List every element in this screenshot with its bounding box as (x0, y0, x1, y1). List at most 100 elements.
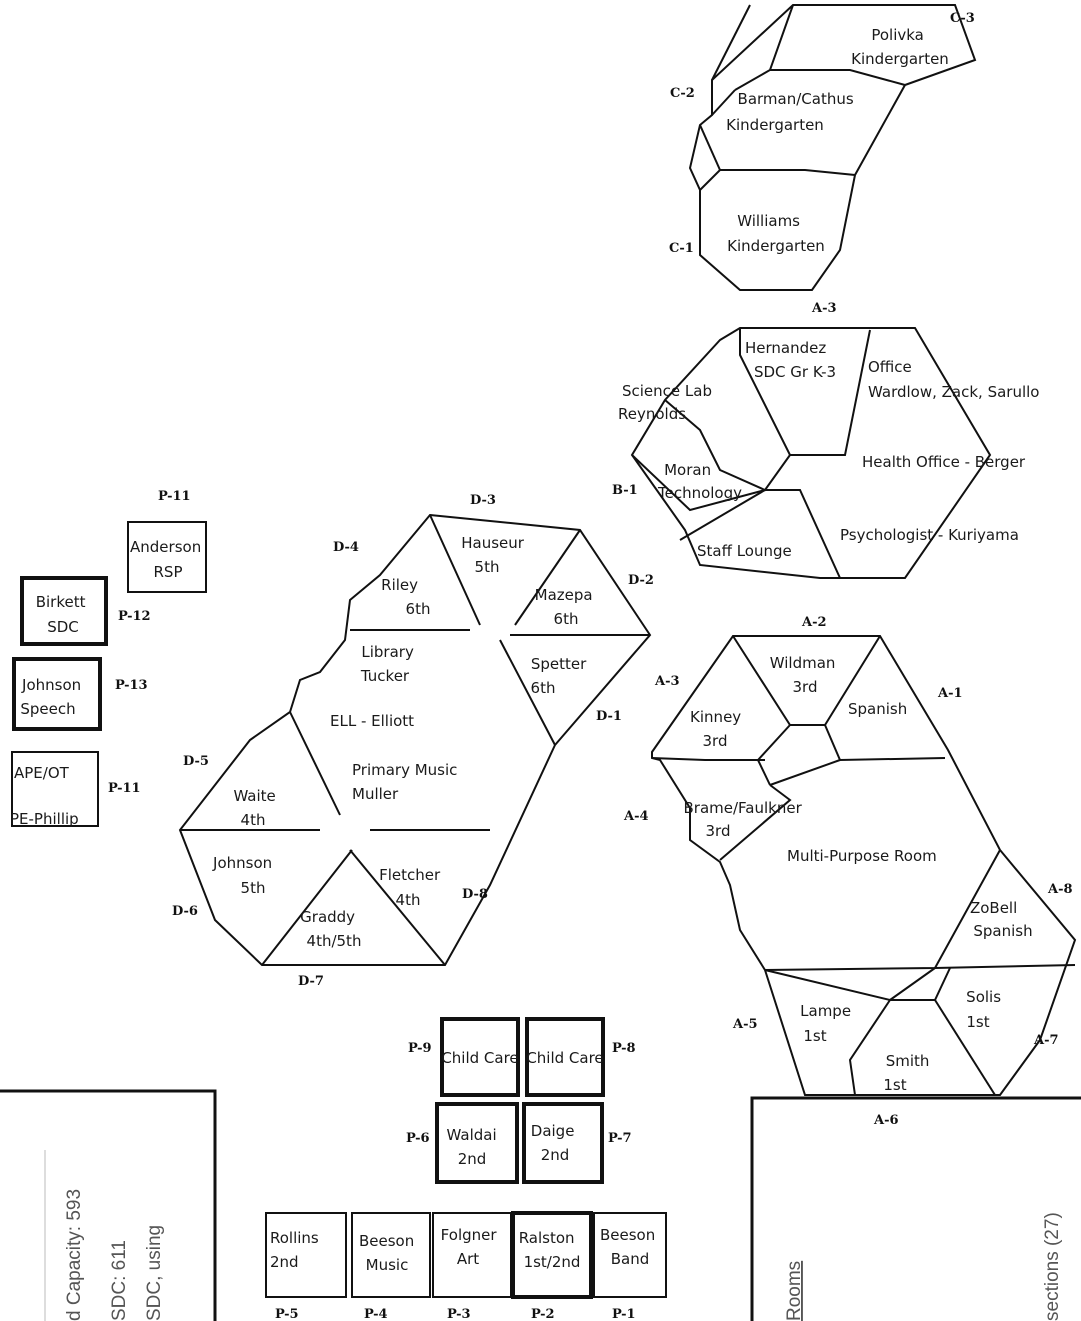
room-child-care-p8: Child Care (526, 1049, 603, 1067)
a-wall (764, 967, 936, 1002)
room-staff-lounge: Staff Lounge (697, 542, 792, 560)
code-b-top: A-3 (811, 301, 837, 316)
room-waldai: Waldai 2nd (447, 1126, 502, 1168)
d-wall (289, 711, 341, 816)
room-ell: ELL - Elliott (330, 712, 414, 730)
d-wall (349, 849, 446, 966)
room-beeson-music: Beeson Music (359, 1232, 419, 1274)
code-p2: P-2 (531, 1307, 555, 1321)
k-wall (711, 89, 736, 116)
a-wall (934, 999, 996, 1096)
d-wall (261, 849, 353, 966)
room-riley: Riley 6th (381, 576, 430, 618)
code-d8: D-8 (462, 887, 488, 902)
portable-birkett (20, 576, 108, 646)
portable-p2 (511, 1211, 593, 1299)
room-child-care-p9: Child Care (441, 1049, 518, 1067)
room-hauseur: Hauseur 5th (461, 534, 528, 576)
room-solis: Solis 1st (966, 988, 1006, 1031)
portable-p9 (440, 1017, 520, 1097)
room-beeson-band: Beeson Band (600, 1226, 660, 1268)
portable-p7 (522, 1102, 604, 1184)
code-p3: P-3 (447, 1307, 471, 1321)
room-multi-purpose: Multi-Purpose Room (787, 847, 937, 865)
room-anderson: Anderson RSP (130, 538, 206, 581)
k-wall (699, 169, 856, 191)
room-moran: Moran Technology (657, 461, 742, 502)
b-wall (664, 399, 791, 492)
portable-p3 (432, 1212, 512, 1298)
capacity-text: d Capacity: 593 (64, 1189, 85, 1321)
d-wall (499, 639, 556, 746)
room-barman-cathus: Barman/Cathus Kindergarten (726, 90, 858, 134)
code-p9: P-9 (408, 1041, 432, 1056)
portable-p4 (351, 1212, 431, 1298)
code-p7: P-7 (608, 1131, 632, 1146)
room-birkett: Birkett SDC (36, 593, 91, 636)
code-a4: A-4 (623, 809, 649, 824)
left-portables: P-11 Anderson RSP Birkett SDC P-12 Johns… (10, 489, 207, 828)
room-rollins: Rollins 2nd (270, 1229, 324, 1271)
a-wall (824, 724, 946, 762)
kindergarten-outline (688, 4, 977, 291)
d-wall (429, 514, 481, 626)
right-info-panel: Rooms sections (27) (750, 1096, 1081, 1321)
k-wall (770, 69, 906, 86)
room-lampe: Lampe 1st (800, 1002, 856, 1045)
portable-p6 (435, 1102, 519, 1184)
code-c3: C-3 (950, 11, 975, 26)
code-c1: C-1 (669, 241, 694, 256)
b-wall (679, 489, 766, 541)
a-building: A-2 A-3 A-1 A-4 A-8 A-5 A-7 A-6 Wildman … (623, 615, 1077, 1128)
code-a1: A-1 (937, 686, 963, 701)
code-p12: P-12 (118, 609, 151, 624)
a-wall (934, 964, 1076, 969)
room-johnson-5th: Johnson 5th (212, 854, 277, 897)
code-p6: P-6 (406, 1131, 430, 1146)
a-wall (890, 967, 951, 1001)
a-building-outline (651, 635, 1077, 1096)
code-a7: A-7 (1033, 1033, 1059, 1048)
b-wall (631, 454, 766, 512)
room-health-office: Health Office - Berger (862, 453, 1026, 471)
right-panel-border (750, 1096, 1081, 1321)
a-wall (848, 999, 891, 1096)
code-d7: D-7 (298, 974, 324, 989)
sections-text: sections (27) (1042, 1212, 1063, 1321)
portable-p5 (265, 1212, 347, 1298)
code-a3: A-3 (654, 674, 680, 689)
code-p8: P-8 (612, 1041, 636, 1056)
code-p11-top: P-11 (158, 489, 191, 504)
office-building: A-3 Hernandez SDC Gr K-3 Office Wardlow,… (612, 301, 1039, 579)
code-p11-bottom: P-11 (108, 781, 141, 796)
code-d6: D-6 (172, 904, 198, 919)
room-waite: Waite 4th (233, 787, 280, 829)
bottom-portables: Child Care P-9 Child Care P-8 Waldai 2nd… (265, 1017, 667, 1321)
room-ralston: Ralston 1st/2nd (519, 1229, 581, 1271)
code-d1: D-1 (596, 709, 622, 724)
room-daige: Daige 2nd (531, 1122, 579, 1164)
k-wall (699, 124, 721, 171)
code-p5: P-5 (275, 1307, 299, 1321)
code-p4: P-4 (364, 1307, 388, 1321)
code-p1: P-1 (612, 1307, 636, 1321)
room-spanish: Spanish (848, 700, 907, 718)
portable-ape-ot (11, 751, 99, 827)
room-primary-music: Primary Music Muller (352, 761, 462, 803)
a-wall (756, 724, 791, 786)
b-wall (765, 489, 841, 579)
room-spetter: Spetter 6th (531, 655, 592, 697)
a-wall (719, 784, 792, 861)
code-d3: D-3 (470, 493, 496, 508)
a-wall (732, 635, 881, 726)
a-wall (769, 759, 841, 786)
code-c2: C-2 (670, 86, 695, 101)
code-b1: B-1 (612, 483, 638, 498)
office-outline (630, 327, 992, 579)
code-d5: D-5 (183, 754, 209, 769)
room-ape-ot: APE/OT PE-Phillip (10, 764, 79, 828)
room-mazepa: Mazepa 6th (535, 586, 598, 628)
k-wall (711, 4, 751, 81)
code-d4: D-4 (333, 540, 359, 555)
